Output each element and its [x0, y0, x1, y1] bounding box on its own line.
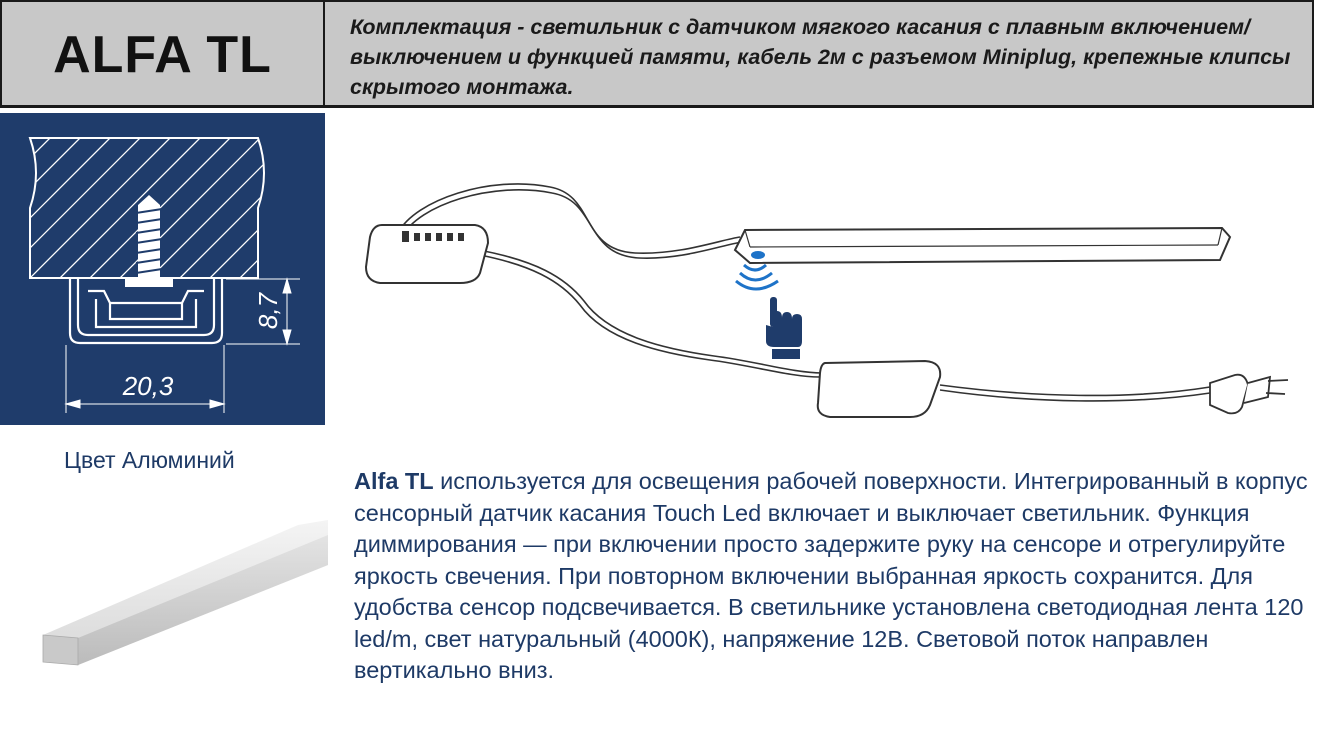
- plug-icon: [1209, 373, 1289, 415]
- profile-cross-section-drawing: 20,3 8,7: [28, 137, 300, 413]
- screw-icon: [125, 195, 173, 287]
- sensor-wave-icon: [735, 263, 779, 291]
- header: ALFA TL Комплектация - светильник с датч…: [0, 0, 1314, 108]
- aluminium-profile: [68, 278, 224, 345]
- dimension-lines: [64, 277, 300, 413]
- power-adapter: [816, 359, 942, 418]
- width-dimension-label: 20,3: [122, 371, 174, 401]
- wiring-diagram: [330, 115, 1315, 435]
- product-title: ALFA TL: [2, 2, 325, 107]
- package-description: Комплектация - светильник с датчиком мяг…: [350, 15, 1291, 99]
- height-dimension-label: 8,7: [253, 291, 283, 329]
- wood-surface: [28, 137, 265, 279]
- color-label: Цвет Алюминий: [64, 447, 235, 473]
- product-description: Alfa TL используется для освещения рабоч…: [354, 466, 1314, 687]
- description-text: используется для освещения рабочей повер…: [354, 468, 1308, 683]
- profile-drawing-panel: 20,3 8,7: [0, 113, 325, 425]
- lamp-bar: [733, 226, 1232, 265]
- distribution-box: [364, 224, 490, 284]
- led-cable: [397, 183, 741, 254]
- product-photo: [38, 520, 328, 690]
- description-brand: Alfa TL: [354, 468, 434, 494]
- touch-hand-icon: [766, 297, 802, 359]
